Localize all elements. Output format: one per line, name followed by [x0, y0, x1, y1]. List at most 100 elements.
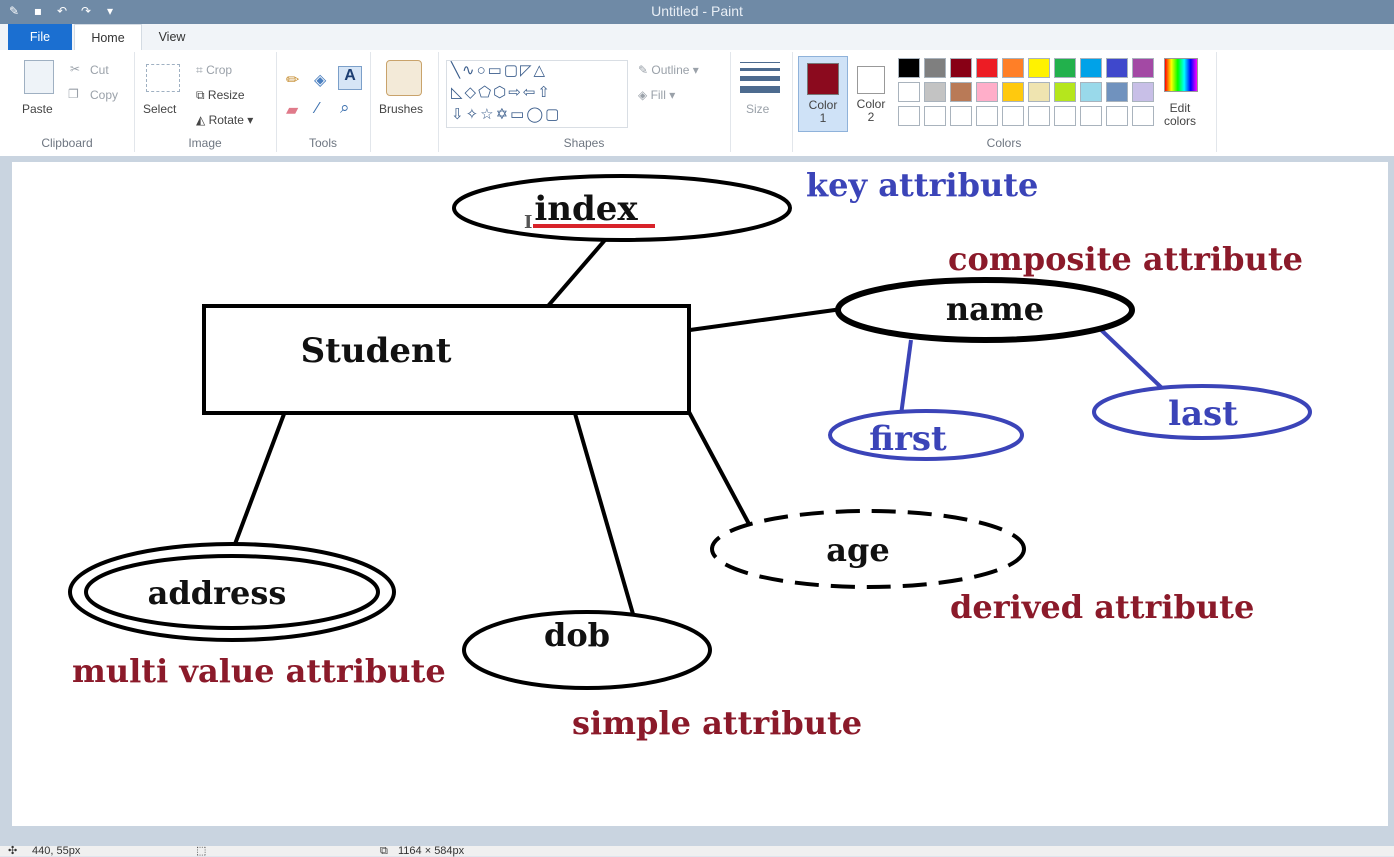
outline-button[interactable]: ✎ Outline ▾ — [638, 63, 699, 77]
rotate-button[interactable]: ◭ Rotate ▾ — [196, 113, 254, 127]
dob-attribute — [462, 610, 712, 690]
brushes-group: Brushes — [370, 52, 439, 152]
palette-swatch[interactable] — [976, 82, 998, 102]
color-picker-icon[interactable]: ⁄ — [316, 100, 319, 117]
simple-attribute-note: simple attribute — [572, 704, 862, 742]
size-button[interactable]: Size — [746, 102, 770, 116]
tab-view[interactable]: View — [158, 30, 186, 44]
paste-icon[interactable] — [24, 60, 54, 94]
palette-swatch[interactable] — [1132, 58, 1154, 78]
palette-swatch[interactable] — [1080, 106, 1102, 126]
title-bar: ✎ ▪ ↶ ↷ ▾ Untitled - Paint — [0, 0, 1394, 24]
palette-swatch[interactable] — [1002, 106, 1024, 126]
address-attribute-inner — [84, 554, 380, 630]
clipboard-label: Clipboard — [41, 136, 93, 150]
palette-swatch[interactable] — [1002, 82, 1024, 102]
paste-button[interactable]: Paste — [22, 102, 53, 116]
paint-app-icon[interactable]: ✎ — [8, 4, 20, 18]
palette-swatch[interactable] — [898, 82, 920, 102]
shapes-row-3: ⇩✧☆✡▭◯▢ — [451, 106, 562, 123]
palette-swatch[interactable] — [1028, 106, 1050, 126]
index-attribute-label: index — [534, 189, 638, 229]
color-2-button[interactable]: Color 2 — [850, 56, 894, 130]
palette-swatch[interactable] — [1080, 82, 1102, 102]
cursor-position: 440, 55px — [32, 845, 81, 857]
palette-swatch[interactable] — [1132, 106, 1154, 126]
select-button[interactable]: Select — [143, 102, 177, 116]
palette-swatch[interactable] — [1054, 82, 1076, 102]
palette-swatch[interactable] — [976, 58, 998, 78]
copy-icon: ❐ — [68, 87, 79, 101]
resize-button[interactable]: ⧉ Resize — [196, 88, 245, 102]
magnifier-icon[interactable]: ⌕ — [340, 98, 350, 117]
window-title: Untitled - Paint — [651, 3, 743, 19]
shapes-label: Shapes — [563, 136, 605, 150]
crop-button[interactable]: ⌗ Crop — [196, 63, 233, 77]
redo-icon[interactable]: ↷ — [80, 4, 92, 18]
fill-button[interactable]: ◈ Fill ▾ — [638, 88, 676, 102]
palette-swatch[interactable] — [1002, 58, 1024, 78]
canvas-area: Student index name first last age addres… — [0, 156, 1394, 846]
palette-swatch[interactable] — [1028, 82, 1050, 102]
color-1-button[interactable]: Color 1 — [798, 56, 848, 132]
edit-colors-button[interactable]: Edit colors — [1163, 101, 1196, 128]
customize-qat-icon[interactable]: ▾ — [106, 4, 114, 18]
canvas-size: 1164 × 584px — [398, 845, 465, 857]
undo-icon[interactable]: ↶ — [56, 4, 68, 18]
palette-swatch[interactable] — [924, 58, 946, 78]
palette-swatch[interactable] — [950, 106, 972, 126]
clipboard-group: Paste ✂ Cut ❐ Copy Clipboard — [0, 52, 135, 152]
size-lines-icon[interactable] — [740, 62, 780, 93]
brushes-button[interactable]: Brushes — [379, 102, 424, 116]
age-attribute-label: age — [826, 531, 889, 569]
selection-size-icon: ⬚ — [196, 845, 207, 857]
tab-file[interactable]: File — [8, 24, 72, 50]
palette-swatch[interactable] — [1054, 106, 1076, 126]
palette-swatch[interactable] — [898, 58, 920, 78]
palette-swatch[interactable] — [898, 106, 920, 126]
image-label: Image — [188, 136, 222, 150]
palette-swatch[interactable] — [1028, 58, 1050, 78]
select-icon[interactable] — [146, 64, 180, 92]
age-attribute — [710, 509, 1026, 589]
colors-label: Colors — [986, 136, 1022, 150]
palette-swatch[interactable] — [976, 106, 998, 126]
color-1-label: Color 1 — [808, 98, 838, 125]
last-connector — [1095, 324, 1166, 392]
pencil-icon[interactable]: ✏ — [286, 72, 300, 89]
palette-swatch[interactable] — [950, 58, 972, 78]
fill-bucket-icon[interactable]: ◈ — [314, 72, 327, 89]
size-group: Size — [730, 52, 793, 152]
dob-connector — [572, 409, 635, 615]
name-attribute — [835, 277, 1135, 343]
palette-swatch[interactable] — [1106, 58, 1128, 78]
palette-swatch[interactable] — [1080, 58, 1102, 78]
palette-swatch[interactable] — [950, 82, 972, 102]
cut-button[interactable]: Cut — [90, 63, 109, 77]
derived-attribute-note: derived attribute — [950, 588, 1254, 626]
palette-swatch[interactable] — [1106, 82, 1128, 102]
palette-swatch[interactable] — [1054, 58, 1076, 78]
student-entity — [202, 304, 691, 415]
color-1-swatch — [807, 63, 839, 95]
shapes-gallery[interactable]: ╲∿○▭▢◸△ ◺◇⬠⬡⇨⇦⇧ ⇩✧☆✡▭◯▢ — [446, 60, 628, 128]
cut-icon: ✂ — [70, 62, 81, 76]
address-attribute-outer — [68, 542, 396, 642]
tab-home[interactable]: Home — [74, 24, 142, 50]
brush-icon[interactable] — [386, 60, 422, 96]
eraser-icon[interactable]: ▰ — [286, 102, 299, 119]
student-entity-label: Student — [301, 331, 452, 371]
address-attribute-label: address — [148, 574, 287, 612]
color-2-swatch — [857, 66, 885, 94]
drawing-canvas[interactable]: Student index name first last age addres… — [12, 162, 1388, 826]
last-attribute — [1092, 384, 1312, 440]
copy-button[interactable]: Copy — [90, 88, 119, 102]
palette-swatch[interactable] — [1106, 106, 1128, 126]
edit-colors-icon[interactable] — [1164, 58, 1198, 92]
palette-swatch[interactable] — [1132, 82, 1154, 102]
text-tool-icon[interactable]: A — [338, 66, 362, 90]
key-attribute-note: key attribute — [806, 166, 1038, 204]
palette-swatch[interactable] — [924, 106, 946, 126]
palette-swatch[interactable] — [924, 82, 946, 102]
save-icon[interactable]: ▪ — [33, 4, 43, 18]
